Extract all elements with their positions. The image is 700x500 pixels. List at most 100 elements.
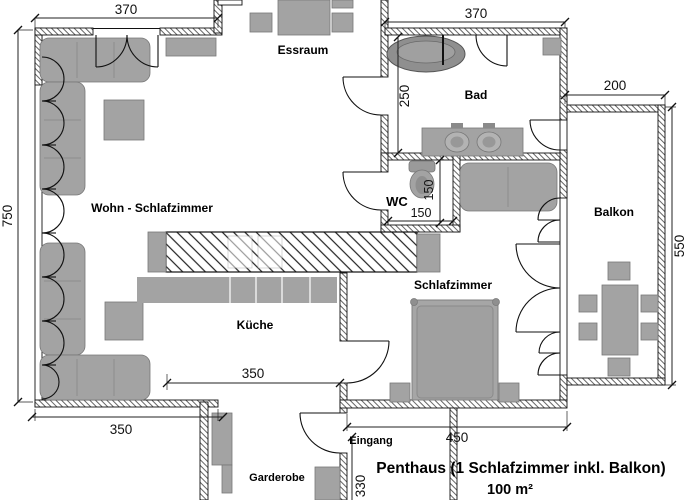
furniture [39, 0, 659, 500]
counter-hob [257, 235, 283, 269]
dim-value: 370 [465, 6, 488, 21]
balcony-chair [640, 322, 659, 341]
eingang-door [299, 412, 341, 454]
plan-title-block: Penthaus (1 Schlafzimmer inkl. Balkon) 1… [376, 460, 665, 498]
sideboard [165, 37, 217, 57]
dim-value: 200 [604, 78, 627, 93]
balcony-chair [607, 357, 631, 377]
dim-value: 150 [411, 206, 432, 220]
dim-eingang-depth: 330 [347, 432, 368, 500]
wall-essraum-bad-b [380, 114, 389, 154]
dim-bad-depth: 250 [393, 32, 412, 158]
label-garderobe: Garderobe [249, 472, 305, 484]
dim-value: 350 [110, 422, 133, 437]
double-door [95, 34, 159, 68]
bad-door [342, 76, 382, 116]
wall-east-hatch-a [559, 27, 568, 121]
plan-title: Penthaus (1 Schlafzimmer inkl. Balkon) [376, 460, 665, 477]
bedroom-sofa [459, 162, 558, 212]
wall-wc-bottom [380, 224, 461, 233]
dim-left-height: 750 [0, 25, 33, 407]
balcony-chair [607, 261, 631, 281]
dim-value: 150 [422, 180, 436, 201]
label-wc: WC [386, 194, 408, 209]
dim-value: 350 [242, 366, 265, 381]
wall-schlafzimmer-bottom [339, 399, 568, 409]
dim-balkon-width: 200 [560, 78, 670, 105]
dim-value: 250 [397, 85, 412, 108]
sofa-corner-top [39, 37, 151, 196]
label-bad: Bad [465, 88, 488, 102]
wall-top-left-a [34, 27, 94, 36]
dim-bottom-left: 350 [27, 409, 228, 437]
vanity-double-sink [421, 123, 524, 157]
bed-post [492, 298, 500, 306]
balcony-chair [578, 294, 598, 313]
dining-set [249, 0, 354, 36]
toilet [408, 160, 436, 199]
bed-post [410, 298, 418, 306]
dim-wc-depth: 150 [422, 155, 445, 228]
dim-bottom-width: 450 [342, 411, 572, 445]
plan-area: 100 m² [487, 482, 533, 498]
walls [34, 0, 666, 500]
shower-door [442, 34, 508, 67]
wall-eingang-left-b [339, 452, 348, 500]
label-schlafzimmer: Schlafzimmer [414, 278, 492, 292]
side-table-top [103, 99, 145, 141]
bed [410, 298, 500, 401]
window-swings-left [41, 56, 65, 400]
dim-value: 330 [353, 475, 368, 498]
dim-value: 550 [672, 235, 687, 258]
wall-east-hatch-c [559, 374, 568, 401]
balcony-chair [578, 322, 598, 341]
room-labels: Wohn - Schlafzimmer Essraum Bad WC Küche… [91, 43, 634, 484]
kitchen-block-right [416, 233, 441, 273]
wall-balkon-bottom [566, 377, 666, 386]
kitchen-cabinets [137, 277, 337, 303]
dining-chair [331, 12, 354, 33]
faucet [451, 123, 463, 128]
dim-value: 370 [115, 2, 138, 17]
nightstand [389, 382, 411, 403]
wc-door [342, 171, 382, 211]
label-essraum: Essraum [278, 43, 329, 57]
label-eingang: Eingang [349, 435, 392, 447]
wall-garderobe-left [199, 401, 209, 500]
balcony-chair [640, 294, 659, 313]
label-kueche: Küche [237, 318, 274, 332]
bad-shelf [542, 37, 562, 56]
wardrobe-right [314, 466, 341, 500]
wall-eingang-right [449, 407, 458, 500]
label-balkon: Balkon [594, 205, 634, 219]
wall-cap-top [217, 0, 243, 6]
wall-kueche-b [339, 382, 348, 401]
wardrobe-left [211, 412, 233, 494]
kitchen-block-left [147, 231, 167, 273]
wall-top-left-b [159, 27, 223, 36]
wall-essraum-bad-a [380, 0, 389, 78]
balcony-dining-set [578, 261, 659, 377]
bathtub [386, 35, 466, 73]
wall-kueche-a [339, 272, 348, 342]
kitchen-counter [165, 231, 418, 273]
dim-top-right: 370 [380, 6, 570, 28]
dim-kueche-width: 350 [162, 366, 345, 390]
wall-balkon-top [566, 104, 666, 113]
wall-wc-left-a [380, 152, 389, 173]
nightstand [498, 382, 520, 403]
wall-vestibule [213, 0, 223, 34]
dim-top-left: 370 [30, 2, 223, 28]
dim-value: 450 [446, 430, 469, 445]
counter-sink [227, 235, 253, 269]
label-wohn-schlafzimmer: Wohn - Schlafzimmer [91, 201, 213, 215]
bad-balkon-door [529, 119, 561, 151]
dining-chair [249, 12, 273, 33]
wall-balkon-right [657, 104, 666, 386]
side-table-bottom [104, 301, 144, 341]
dim-value: 750 [0, 205, 15, 228]
sofa-corner-bottom [39, 242, 151, 401]
dining-chair [331, 0, 354, 9]
